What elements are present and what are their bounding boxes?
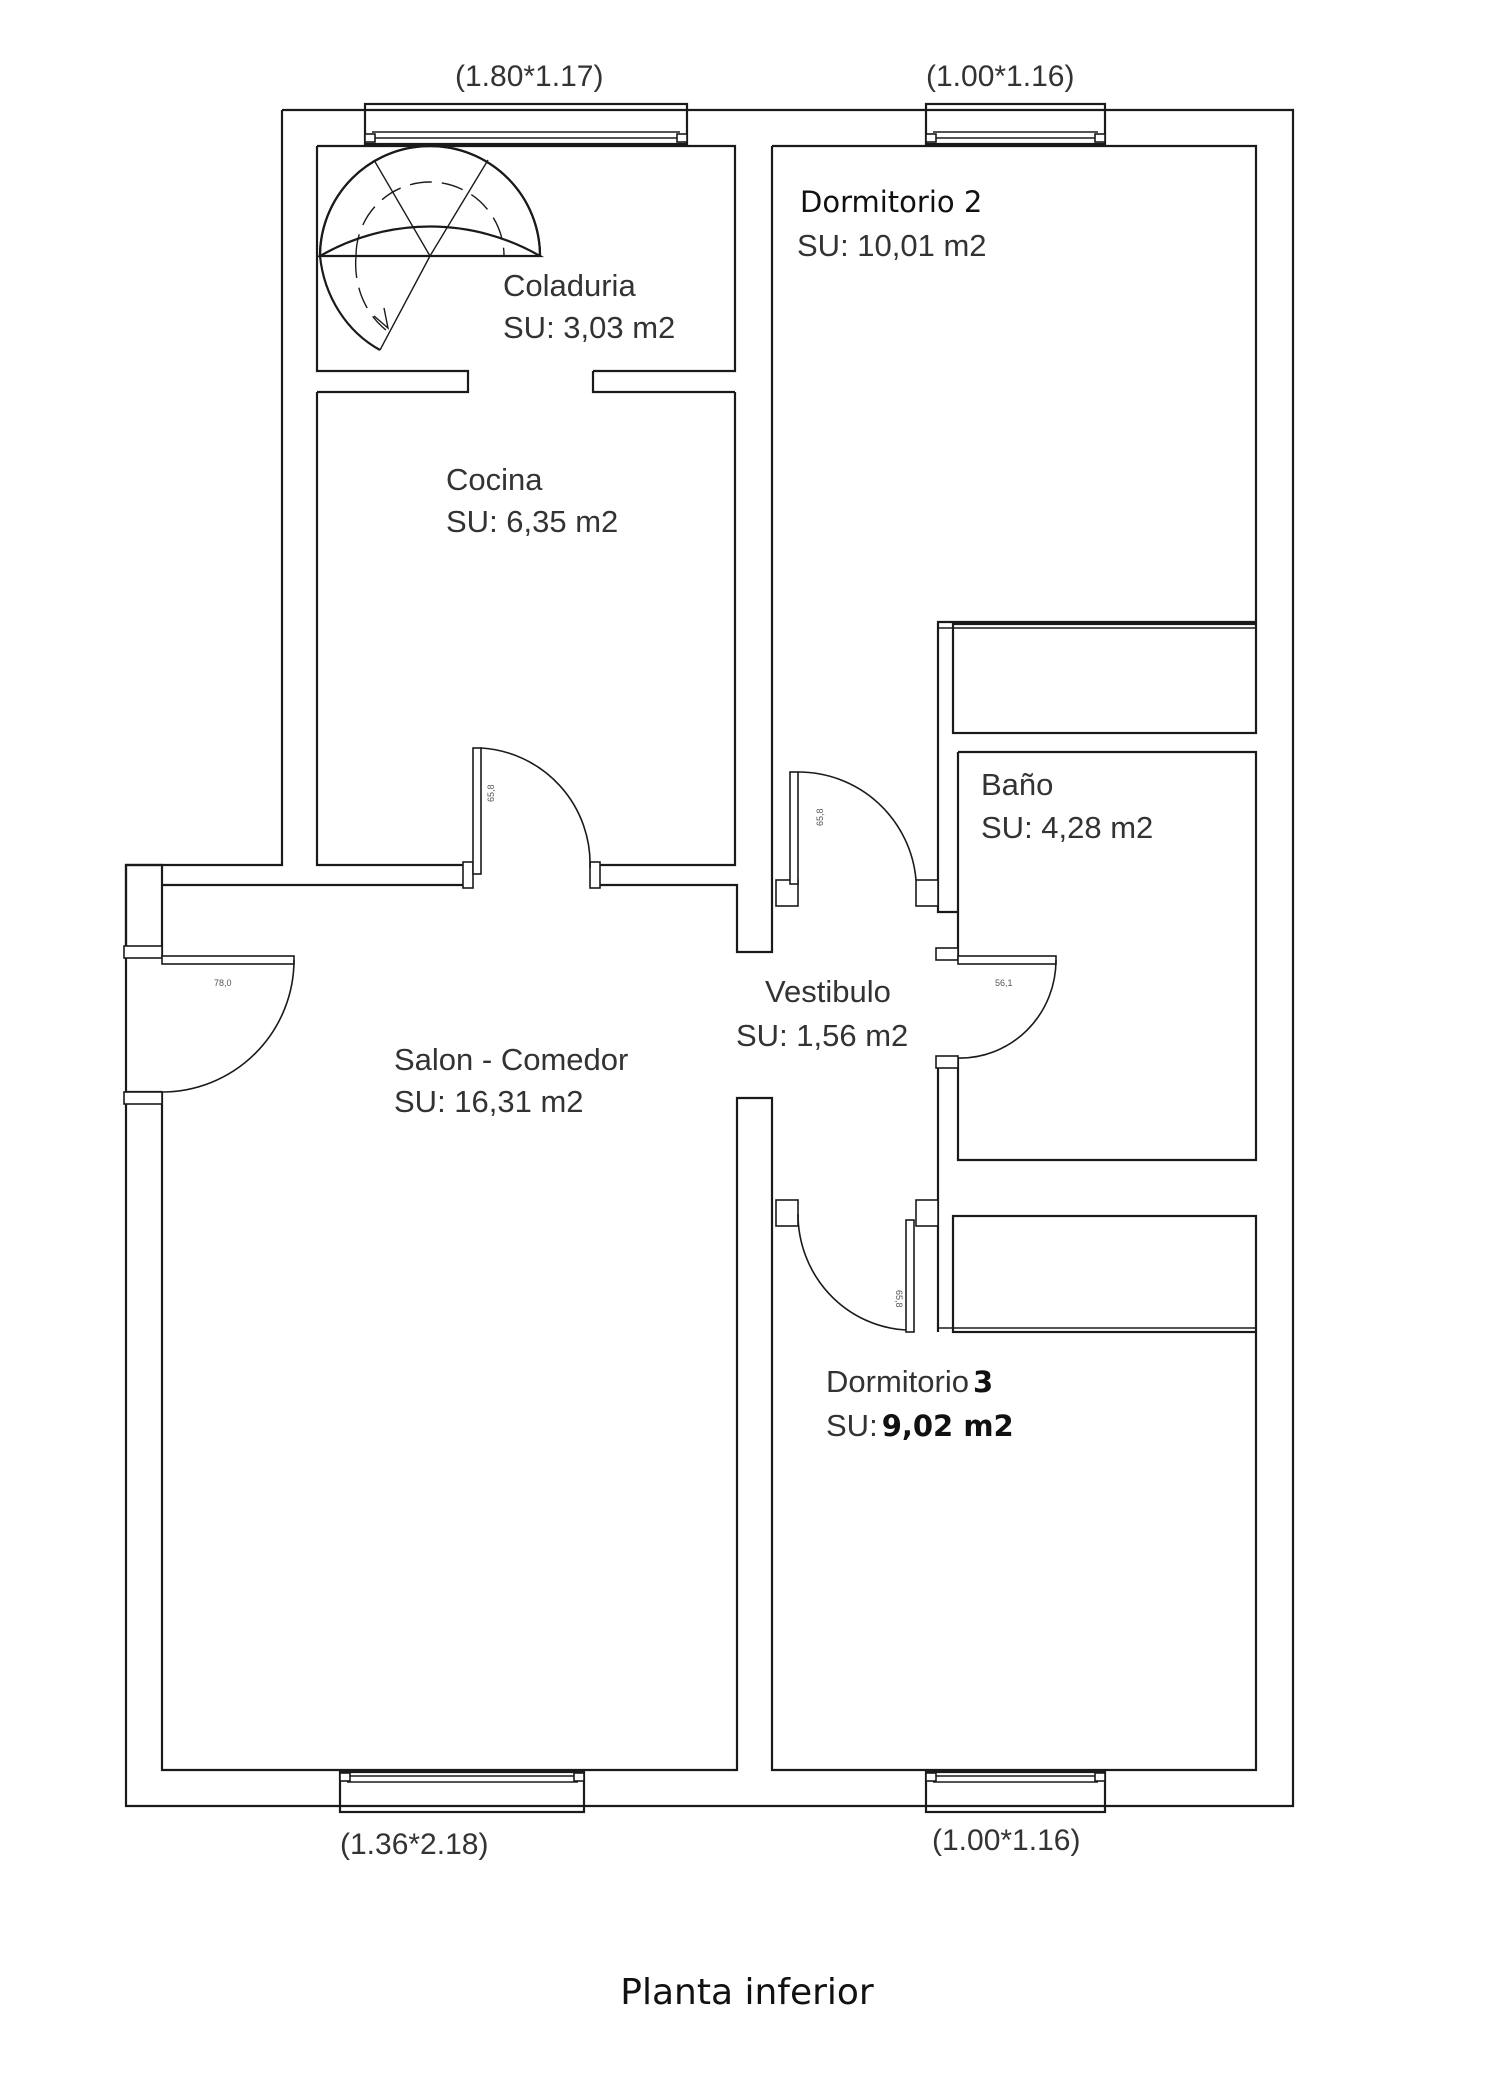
vestibulo-area: SU: 1,56 m2 (736, 1018, 908, 1053)
dormitorio3-area-value: 9,02 m2 (882, 1409, 1014, 1443)
dormitorio3-name: Dormitorio 3 (826, 1364, 993, 1399)
outer-wall-outline (124, 108, 1295, 1808)
cocina-name: Cocina (446, 462, 543, 497)
bano-area: SU: 4,28 m2 (981, 810, 1153, 845)
salon-name: Salon - Comedor (394, 1042, 628, 1077)
bano-name: Baño (981, 767, 1053, 802)
coladuria-walls (315, 144, 737, 394)
outer-wall-left-upper (124, 110, 284, 958)
dormitorio3-area-prefix: SU: (826, 1408, 878, 1443)
dormitorio2-area: SU: 10,01 m2 (797, 228, 987, 263)
cocina-area: SU: 6,35 m2 (446, 504, 618, 539)
spiral-staircase-icon (315, 144, 545, 351)
bano-walls (956, 750, 1258, 1162)
window-bottom-right (924, 1770, 1107, 1814)
window-bottom-left-label: (1.36*2.18) (340, 1828, 488, 1861)
door-kitchen: 65,8 (462, 747, 601, 889)
door-entrance: 78,0 (123, 945, 295, 1105)
closet-1 (951, 622, 1258, 735)
salon-area: SU: 16,31 m2 (394, 1084, 584, 1119)
door-dorm3: 65,8 (775, 1199, 939, 1333)
window-bottom-left (338, 1770, 586, 1814)
plan-caption: Planta inferior (620, 1972, 874, 2013)
closet-2 (951, 1214, 1258, 1334)
dormitorio3-area: SU: 9,02 m2 (826, 1408, 1014, 1443)
door-dorm2-width: 65,8 (815, 808, 825, 826)
dormitorio3-walls (770, 1190, 1258, 1772)
salon-walls (160, 880, 774, 1772)
window-top-right-label: (1.00*1.16) (926, 60, 1074, 93)
dormitorio2-name: Dormitorio 2 (800, 185, 982, 219)
dormitorio3-name-prefix: Dormitorio (826, 1364, 969, 1399)
window-top-right (924, 102, 1107, 146)
door-entrance-width: 78,0 (214, 978, 232, 988)
door-bath-width: 56,1 (995, 978, 1013, 988)
coladuria-area: SU: 3,03 m2 (503, 310, 675, 345)
vestibulo-name: Vestibulo (765, 974, 891, 1009)
door-kitchen-width: 65,8 (486, 784, 496, 802)
window-top-left (363, 102, 689, 146)
dormitorio2-walls (770, 144, 1258, 880)
vestibulo-walls (936, 880, 1056, 1200)
window-bottom-right-label: (1.00*1.16) (932, 1824, 1080, 1857)
door-dorm3-width: 65,8 (894, 1290, 904, 1308)
dormitorio3-name-number: 3 (973, 1365, 993, 1399)
coladuria-name: Coladuria (503, 268, 636, 303)
door-bath: 56,1 (935, 947, 1057, 1069)
door-dorm2: 65,8 (775, 771, 939, 907)
window-top-left-label: (1.80*1.17) (455, 60, 603, 93)
cocina-walls (315, 392, 737, 867)
